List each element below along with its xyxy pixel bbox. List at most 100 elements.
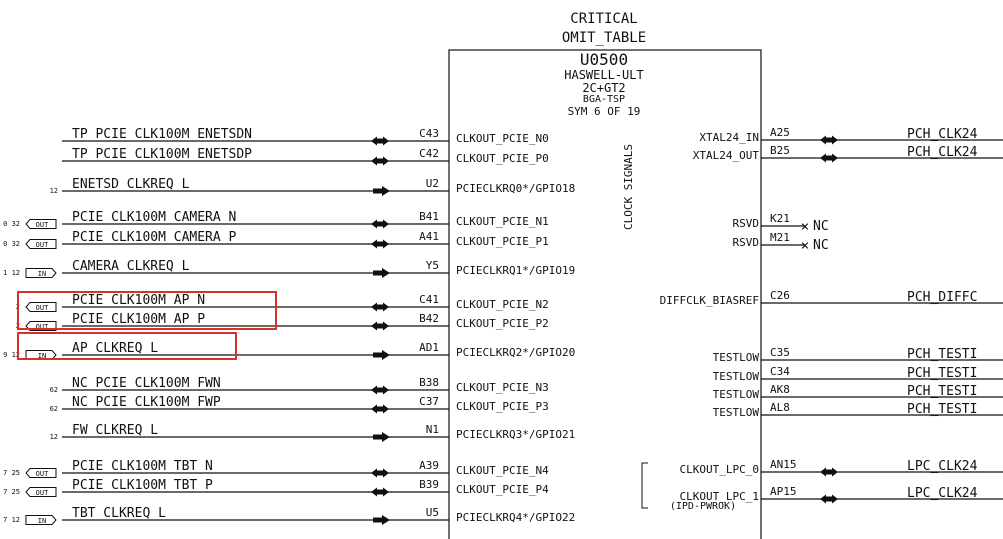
- net-label: LPC_CLK24: [907, 486, 978, 501]
- pin-number: C43: [419, 127, 439, 140]
- net-label: TP_PCIE_CLK100M_ENETSDP: [72, 147, 252, 162]
- pin-name: CLKOUT_PCIE_P1: [456, 235, 549, 248]
- net-label: ENETSD_CLKREQ_L: [72, 177, 190, 192]
- page-ref: 7 12: [3, 516, 20, 524]
- highlight-box-ap-clkreq: [17, 332, 237, 360]
- pin-name: XTAL24_IN: [699, 131, 759, 144]
- pin-name: PCIECLKRQ4*/GPIO22: [456, 511, 575, 524]
- port-out-icon: [25, 239, 57, 249]
- port-label: OUT: [36, 304, 49, 312]
- port-label: IN: [38, 517, 46, 525]
- pin-name: TESTLOW: [713, 388, 760, 401]
- pin-name: DIFFCLK_BIASREF: [660, 294, 759, 307]
- input-arrow-icon: [373, 515, 390, 525]
- bidirectional-arrow-icon: [371, 404, 389, 414]
- bidirectional-arrow-icon: [371, 302, 389, 312]
- pin-name: CLKOUT_LPC_0: [680, 463, 759, 476]
- page-ref: 12: [50, 433, 58, 441]
- pin-name: TESTLOW: [713, 351, 760, 364]
- pin-number: AD1: [419, 341, 439, 354]
- port-in-icon: [25, 268, 57, 278]
- pin-name: PCIECLKRQ2*/GPIO20: [456, 346, 575, 359]
- bidirectional-arrow-icon: [371, 239, 389, 249]
- pin-number: B39: [419, 478, 439, 491]
- pin-name: CLKOUT_PCIE_P4: [456, 483, 549, 496]
- net-label: PCH_CLK24: [907, 127, 978, 142]
- pin-number: A41: [419, 230, 439, 243]
- pin-number: K21: [770, 212, 790, 225]
- pin-number: B41: [419, 210, 439, 223]
- bidirectional-arrow-icon: [820, 494, 838, 504]
- pin-name: RSVD: [733, 236, 760, 249]
- pin-number: N1: [426, 423, 439, 436]
- port-label: OUT: [36, 470, 49, 478]
- pin-name: CLKOUT_PCIE_N3: [456, 381, 549, 394]
- lpc-bracket: [641, 462, 648, 509]
- net-label: PCH_TESTI: [907, 402, 977, 417]
- bidirectional-arrow-icon: [371, 385, 389, 395]
- net-label: TP_PCIE_CLK100M_ENETSDN: [72, 127, 252, 142]
- component-sym: SYM 6 OF 19: [568, 105, 641, 118]
- net-label: PCIE_CLK100M_CAMERA_N: [72, 210, 236, 225]
- lpc-note: (IPD-PWROK): [670, 501, 736, 512]
- pin-name: CLKOUT_PCIE_N1: [456, 215, 549, 228]
- page-ref: 12: [50, 187, 58, 195]
- net-label: PCH_CLK24: [907, 145, 978, 160]
- pin-name: CLKOUT_PCIE_P2: [456, 317, 549, 330]
- pin-name: TESTLOW: [713, 370, 760, 383]
- pin-name: XTAL24_OUT: [693, 149, 760, 162]
- page-ref: 0 32: [3, 240, 20, 248]
- pin-name: CLKOUT_PCIE_N2: [456, 298, 549, 311]
- pin-name: PCIECLKRQ0*/GPIO18: [456, 182, 575, 195]
- pin-number: A25: [770, 126, 790, 139]
- component-package: BGA-TSP: [583, 94, 625, 105]
- pin-name: TESTLOW: [713, 406, 760, 419]
- pin-number: C42: [419, 147, 439, 160]
- pin-name: RSVD: [733, 217, 760, 230]
- port-label: OUT: [36, 221, 49, 229]
- net-label: PCIE_CLK100M_CAMERA_P: [72, 230, 237, 245]
- net-label: NC_PCIE_CLK100M_FWN: [72, 376, 221, 391]
- port-label: OUT: [36, 323, 49, 331]
- bidirectional-arrow-icon: [371, 468, 389, 478]
- pin-name: CLKOUT_LPC_1: [680, 490, 759, 503]
- pin-number: C41: [419, 293, 439, 306]
- pin-number: U2: [426, 177, 439, 190]
- pin-number: AK8: [770, 383, 790, 396]
- input-arrow-icon: [373, 186, 390, 196]
- net-label: PCH_TESTI: [907, 347, 977, 362]
- pin-number: C34: [770, 365, 790, 378]
- pin-number: AN15: [770, 458, 797, 471]
- bidirectional-arrow-icon: [371, 487, 389, 497]
- pin-number: B38: [419, 376, 439, 389]
- net-label: AP_CLKREQ_L: [72, 341, 158, 356]
- input-arrow-icon: [373, 432, 390, 442]
- pin-number: AL8: [770, 401, 790, 414]
- page-ref: 62: [50, 386, 58, 394]
- net-label: TBT_CLKREQ_L: [72, 506, 166, 521]
- page-ref: 62: [50, 405, 58, 413]
- pin-number: U5: [426, 506, 439, 519]
- page-ref: 7 25: [3, 488, 20, 496]
- port-out-icon: [25, 219, 57, 229]
- port-out-icon: [25, 302, 57, 312]
- section-label: CLOCK SIGNALS: [622, 144, 635, 230]
- pin-number: AP15: [770, 485, 797, 498]
- pin-number: M21: [770, 231, 790, 244]
- no-connect-icon: ×: [801, 238, 809, 254]
- port-out-icon: [25, 487, 57, 497]
- net-label: CAMERA_CLKREQ_L: [72, 259, 190, 274]
- net-label: LPC_CLK24: [907, 459, 978, 474]
- nc-label: NC: [813, 238, 829, 253]
- input-arrow-icon: [373, 268, 390, 278]
- bidirectional-arrow-icon: [371, 136, 389, 146]
- net-label: PCIE_CLK100M_TBT_P: [72, 478, 213, 493]
- header-critical: CRITICAL: [570, 11, 637, 27]
- page-ref: 7 25: [3, 469, 20, 477]
- net-label: PCIE_CLK100M_AP_P: [72, 312, 205, 327]
- header-omit-table: OMIT_TABLE: [562, 30, 646, 46]
- pin-number: C26: [770, 289, 790, 302]
- component-name: HASWELL-ULT: [564, 68, 643, 82]
